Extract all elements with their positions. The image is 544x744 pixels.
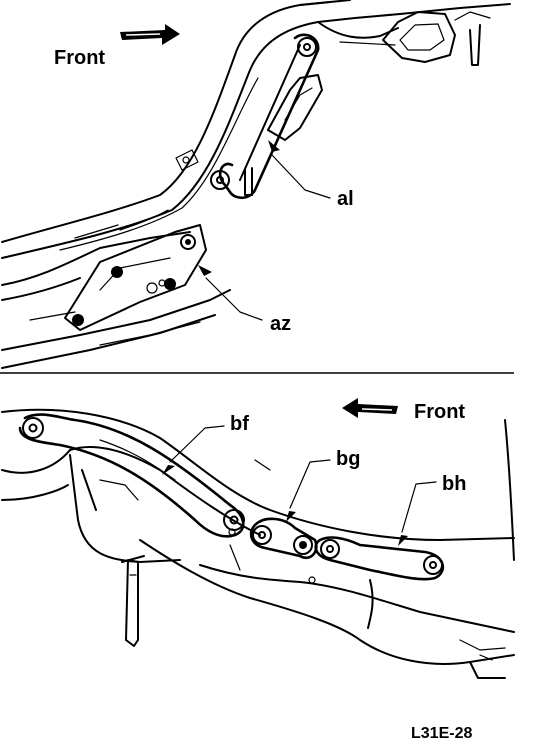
- top-view: Front al az: [1, 0, 511, 369]
- figure-code: L31E-28: [411, 725, 472, 742]
- callout-az: az: [270, 313, 291, 335]
- bottom-front-label: Front: [414, 401, 465, 423]
- callout-bg: bg: [336, 448, 360, 470]
- callout-bh: bh: [442, 473, 466, 495]
- bolt-marker: [293, 535, 313, 555]
- callout-bf: bf: [230, 413, 249, 435]
- top-front-label: Front: [54, 47, 105, 69]
- bottom-link-bg: [249, 517, 318, 560]
- top-plate-bolts: [72, 234, 196, 326]
- bolt-marker: [164, 278, 176, 290]
- bolt-marker: [299, 541, 307, 549]
- callout-bf-leader: [162, 425, 225, 475]
- top-support-link: [210, 33, 320, 200]
- callout-bh-leader: [398, 481, 437, 546]
- bolt-marker: [180, 234, 196, 250]
- bottom-view: Front bf bg bh: [1, 398, 515, 679]
- callout-az-leader: [198, 265, 263, 321]
- top-front-arrow: [120, 24, 180, 45]
- top-rear-bracket: [382, 11, 491, 66]
- top-front-bracket: [244, 74, 323, 196]
- bottom-front-arrow: [342, 398, 398, 418]
- bottom-link-bf: [18, 413, 245, 538]
- bottom-frame-rail: [1, 408, 515, 679]
- bottom-stud: [121, 555, 145, 647]
- callout-bg-leader: [286, 459, 331, 522]
- callout-al-leader: [268, 140, 331, 199]
- bottom-link-bh: [314, 536, 445, 581]
- callout-al: al: [337, 188, 354, 210]
- bolt-marker: [111, 266, 123, 278]
- bolt-marker: [185, 239, 191, 245]
- bolt-marker: [72, 314, 84, 326]
